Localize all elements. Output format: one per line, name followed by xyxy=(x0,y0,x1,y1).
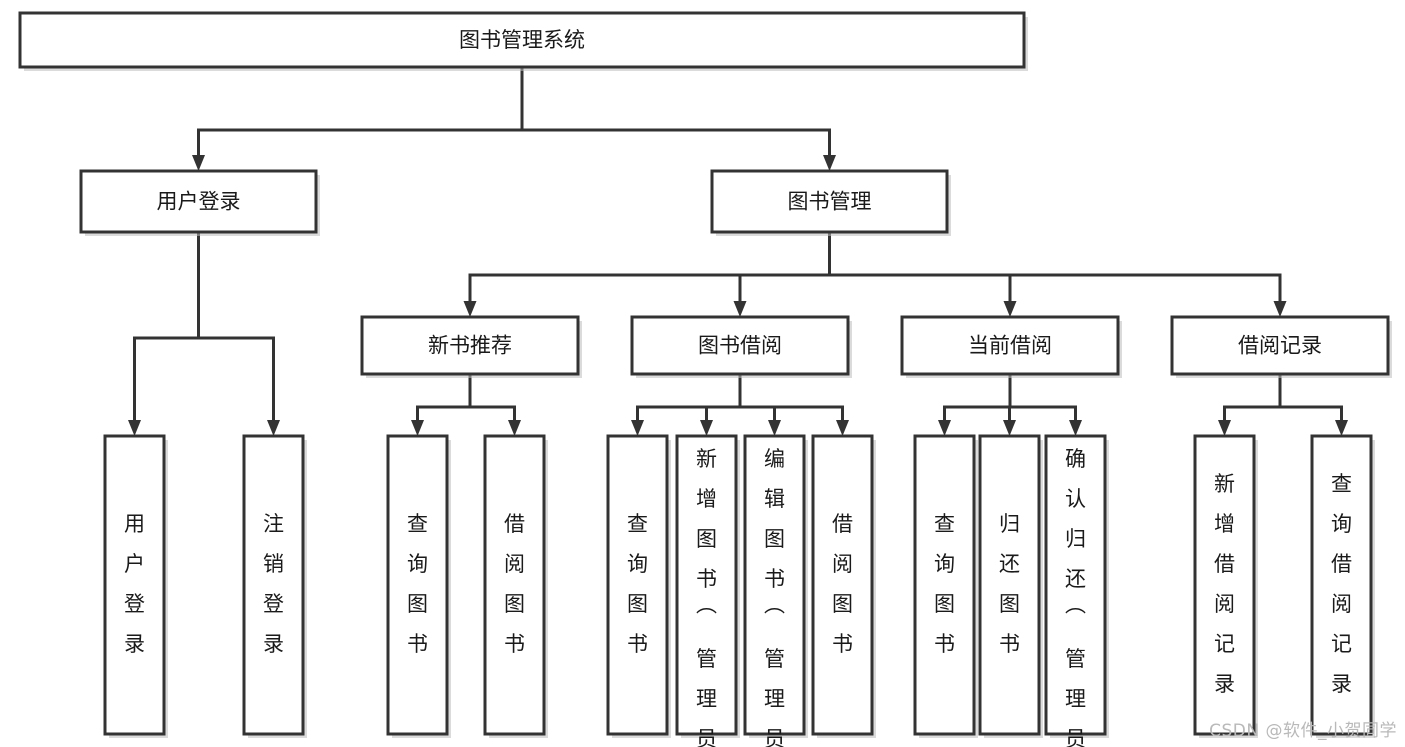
node-leaf-query-book-1[interactable]: 查询图书 xyxy=(386,434,451,738)
node-label: 借阅记录 xyxy=(1238,334,1322,358)
node-leaf-edit-book[interactable]: 编辑图书⌒管理员⌣ xyxy=(743,434,808,747)
node-label: 图书借阅 xyxy=(698,334,782,358)
node-book-borrow[interactable]: 图书借阅 xyxy=(630,315,852,378)
node-label: 用户登录 xyxy=(124,512,145,656)
node-label: 查询图书 xyxy=(407,512,428,656)
node-leaf-confirm-return[interactable]: 确认归还⌒管理员⌣ xyxy=(1044,434,1109,747)
node-label: 新书推荐 xyxy=(428,334,512,358)
node-label: 借阅图书 xyxy=(832,512,853,656)
edge-e-br-add xyxy=(1218,374,1282,436)
node-book-manage[interactable]: 图书管理 xyxy=(710,169,951,236)
edge-e-root-user-login xyxy=(192,67,524,171)
edge-e-ul-leaf-logout xyxy=(197,232,280,436)
node-leaf-logout[interactable]: 注销登录 xyxy=(242,434,307,738)
watermark-label: CSDN @软件_小贺同学 xyxy=(1209,721,1397,741)
node-label: 新增借阅记录 xyxy=(1214,472,1235,696)
node-label: 图书管理 xyxy=(788,190,872,214)
edge-e-cb-query xyxy=(938,374,1012,436)
edge-e-bm-book-borrow xyxy=(733,232,831,317)
edge-e-bb-query xyxy=(631,374,742,436)
edge-e-nb-query xyxy=(411,374,472,436)
node-root[interactable]: 图书管理系统 xyxy=(18,11,1028,71)
node-leaf-return-book[interactable]: 归还图书 xyxy=(978,434,1043,738)
node-label: 查询借阅记录 xyxy=(1331,472,1352,696)
node-leaf-query-book-3[interactable]: 查询图书 xyxy=(913,434,978,738)
node-label: 图书管理系统 xyxy=(459,28,585,52)
node-label: 新增图书⌒管理员⌣ xyxy=(696,447,717,747)
edge-e-bb-borrow xyxy=(738,374,849,436)
node-label: 注销登录 xyxy=(263,512,284,656)
node-label: 查询图书 xyxy=(934,512,955,656)
node-leaf-user-login[interactable]: 用户登录 xyxy=(103,434,168,738)
node-leaf-add-book[interactable]: 新增图书⌒管理员⌣ xyxy=(675,434,740,747)
node-user-login[interactable]: 用户登录 xyxy=(79,169,320,236)
node-leaf-borrow-book-2[interactable]: 借阅图书 xyxy=(811,434,876,738)
node-new-book-recommend[interactable]: 新书推荐 xyxy=(360,315,582,378)
edge-e-br-query xyxy=(1278,374,1348,436)
edge-e-bb-add xyxy=(700,374,742,436)
node-label: 编辑图书⌒管理员⌣ xyxy=(764,447,785,747)
edge-e-bm-borrow-record xyxy=(828,232,1287,317)
edge-e-nb-borrow xyxy=(468,374,521,436)
node-label: 用户登录 xyxy=(157,190,241,214)
node-borrow-record[interactable]: 借阅记录 xyxy=(1170,315,1392,378)
node-label: 查询图书 xyxy=(627,512,648,656)
edge-e-ul-leaf-login xyxy=(128,232,200,436)
node-label: 确认归还⌒管理员⌣ xyxy=(1065,447,1086,747)
edge-e-root-book-manage xyxy=(520,67,836,171)
node-label: 归还图书 xyxy=(999,512,1020,656)
edge-e-cb-confirm xyxy=(1008,374,1082,436)
node-current-borrow[interactable]: 当前借阅 xyxy=(900,315,1122,378)
node-leaf-query-record[interactable]: 查询借阅记录 xyxy=(1310,434,1375,738)
node-label: 当前借阅 xyxy=(968,334,1052,358)
node-leaf-add-record[interactable]: 新增借阅记录 xyxy=(1193,434,1258,738)
nodes-layer: 图书管理系统用户登录图书管理新书推荐图书借阅当前借阅借阅记录用户登录注销登录查询… xyxy=(18,11,1392,747)
node-label: 借阅图书 xyxy=(504,512,525,656)
node-leaf-borrow-book-1[interactable]: 借阅图书 xyxy=(483,434,548,738)
edges-layer xyxy=(128,67,1348,436)
node-leaf-query-book-2[interactable]: 查询图书 xyxy=(606,434,671,738)
edge-e-bb-edit xyxy=(738,374,781,436)
